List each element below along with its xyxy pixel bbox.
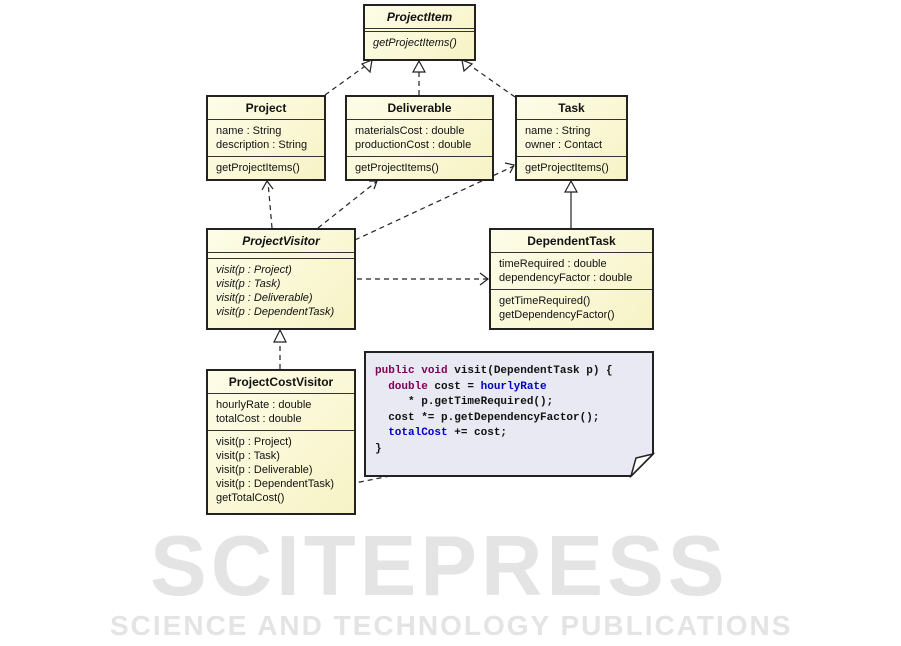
method: visit(p : Task) [216,450,280,462]
code-keyword: public [375,365,415,377]
class-projectitem[interactable]: ProjectItem getProjectItems() [363,4,476,61]
class-project[interactable]: Project name : String description : Strin… [206,95,326,181]
code-text: cost = [427,380,481,393]
class-name: ProjectVisitor [208,230,354,253]
method: visit(p : Project) [216,264,292,276]
dependency-arrowhead [479,272,489,286]
method: visit(p : Project) [216,436,292,448]
visitor-depends-deliverable [317,181,377,229]
class-name: Deliverable [347,97,492,120]
code-keyword: double [388,380,428,393]
class-projectcostvisitor[interactable]: ProjectCostVisitor hourlyRate : double to… [206,369,356,515]
method: getTotalCost() [216,492,285,504]
realization-arrowhead [461,59,474,73]
attribute: timeRequired : double [499,258,607,270]
dependency-arrowhead [369,180,378,190]
method: visit(p : Deliverable) [216,292,313,304]
method: getProjectItems() [355,162,439,174]
code-text: } [375,442,382,455]
watermark-logo: SCITEPRESS [150,519,729,614]
dependency-arrowhead [504,162,515,174]
code-text: visit(DependentTask p) { [447,365,613,377]
attribute: dependencyFactor : double [499,272,633,284]
note-fold [629,452,656,479]
code-text: cost *= p.getDependencyFactor(); [388,411,600,424]
code-field: hourlyRate [480,380,547,393]
attribute: hourlyRate : double [216,399,312,411]
attribute: productionCost : double [355,139,472,151]
realization-arrowhead [273,328,287,343]
realization-arrowhead [360,59,373,74]
method: getDependencyFactor() [499,309,615,321]
realization-arrowhead [411,59,427,73]
method: getProjectItems() [525,162,609,174]
method: getTimeRequired() [499,295,591,307]
method: getProjectItems() [373,37,457,49]
dependency-arrowhead [261,179,274,191]
note-anchor [349,475,391,485]
project-realizes-projectitem [324,63,369,96]
attribute: name : String [216,125,282,137]
class-name: Task [517,97,626,120]
class-name: Project [208,97,324,120]
attribute: description : String [216,139,308,151]
code-keyword: void [421,365,448,377]
task-realizes-projectitem [467,63,516,98]
method: visit(p : Deliverable) [216,464,313,476]
visitor-depends-project [267,181,273,229]
method: visit(p : DependentTask) [216,478,334,490]
class-name: ProjectCostVisitor [208,371,354,394]
attribute: name : String [525,125,591,137]
attribute: materialsCost : double [355,125,465,137]
code-text: += cost; [447,427,508,439]
class-deliverable[interactable]: Deliverable materialsCost : double produc… [345,95,494,181]
method: getProjectItems() [216,162,300,174]
code-note[interactable]: public void visit(DependentTask p) { dou… [365,352,653,476]
class-name: ProjectItem [365,6,474,29]
code-text: * p.getTimeRequired(); [408,396,554,408]
watermark-subtitle: SCIENCE AND TECHNOLOGY PUBLICATIONS [110,610,793,641]
generalization-arrowhead [563,179,579,193]
code-field: totalCost [388,427,448,439]
class-projectvisitor[interactable]: ProjectVisitor visit(p : Project) visit(… [206,228,356,330]
class-name: DependentTask [491,230,652,253]
attribute: owner : Contact [525,139,603,151]
attribute: totalCost : double [216,413,302,425]
method: visit(p : Task) [216,278,281,290]
class-dependenttask[interactable]: DependentTask timeRequired : double depen… [489,228,654,330]
class-task[interactable]: Task name : String owner : Contact getPro… [515,95,628,181]
method: visit(p : DependentTask) [216,306,335,318]
code-snippet: public void visit(DependentTask p) { dou… [375,364,613,457]
